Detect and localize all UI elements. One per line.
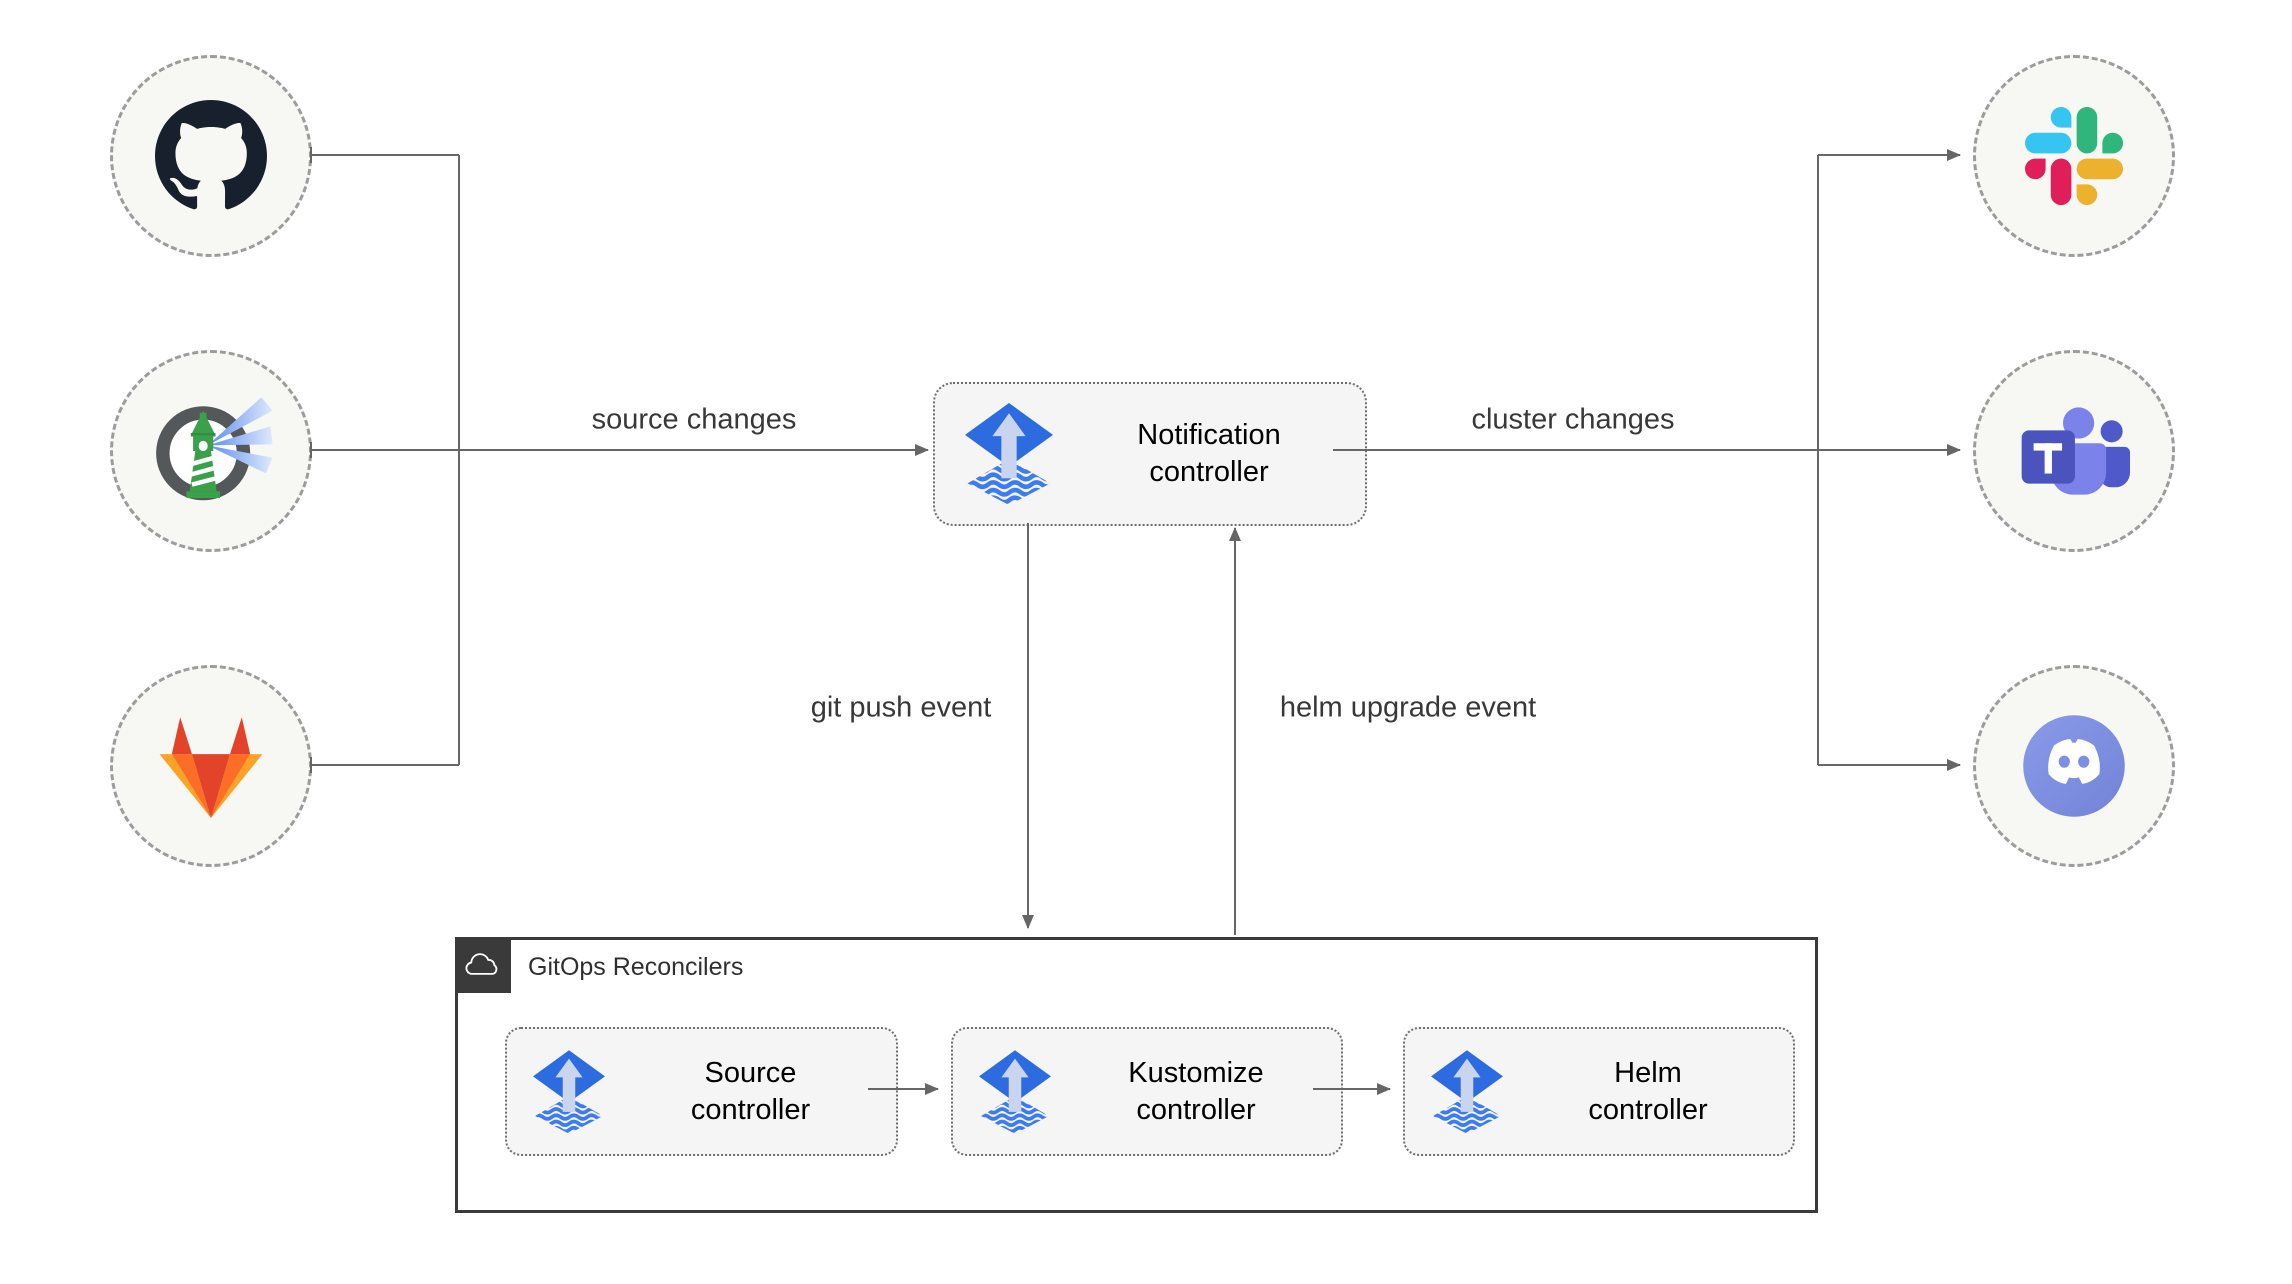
notification-controller-label: Notification controller <box>1053 417 1365 491</box>
flux-icon <box>533 1050 605 1134</box>
helm-label-line1: Helm <box>1614 1056 1682 1089</box>
flux-icon <box>979 1050 1051 1134</box>
kustomize-controller-node: Kustomize controller <box>951 1027 1343 1156</box>
flux-icon <box>965 403 1053 505</box>
notification-label-line1: Notification <box>1137 419 1281 451</box>
source-controller-label: Source controller <box>605 1055 896 1129</box>
flux-icon <box>1431 1050 1503 1134</box>
source-changes-label: source changes <box>587 403 801 437</box>
gitops-reconcilers-container: GitOps Reconcilers <box>455 937 1818 1213</box>
harbor-node <box>110 350 312 552</box>
harbor-icon <box>149 395 273 507</box>
cluster-changes-label: cluster changes <box>1467 403 1679 437</box>
gitlab-node <box>110 665 312 867</box>
cloud-icon <box>465 952 501 979</box>
source-label-line2: controller <box>690 1093 811 1126</box>
container-tab <box>455 937 511 993</box>
github-node <box>110 55 312 257</box>
container-title: GitOps Reconcilers <box>528 953 744 981</box>
teams-icon <box>2014 401 2134 502</box>
discord-icon <box>2020 712 2128 820</box>
helm-controller-label: Helm controller <box>1503 1055 1793 1129</box>
notification-label-line2: controller <box>1149 456 1269 488</box>
slack-node <box>1973 55 2175 257</box>
source-label-line1: Source <box>704 1056 797 1089</box>
teams-node <box>1973 350 2175 552</box>
source-controller-node: Source controller <box>505 1027 898 1156</box>
slack-icon <box>2025 107 2123 205</box>
kustomize-controller-label: Kustomize controller <box>1051 1055 1341 1129</box>
notification-controller-node: Notification controller <box>933 382 1367 526</box>
discord-node <box>1973 665 2175 867</box>
helm-label-line2: controller <box>1588 1093 1708 1126</box>
kustomize-label-line1: Kustomize <box>1128 1056 1264 1089</box>
kustomize-label-line2: controller <box>1136 1093 1256 1126</box>
helm-upgrade-event-label: helm upgrade event <box>1275 691 1541 725</box>
helm-controller-node: Helm controller <box>1403 1027 1795 1156</box>
gitlab-icon <box>155 715 267 818</box>
git-push-event-label: git push event <box>806 691 996 725</box>
github-icon <box>155 100 267 212</box>
